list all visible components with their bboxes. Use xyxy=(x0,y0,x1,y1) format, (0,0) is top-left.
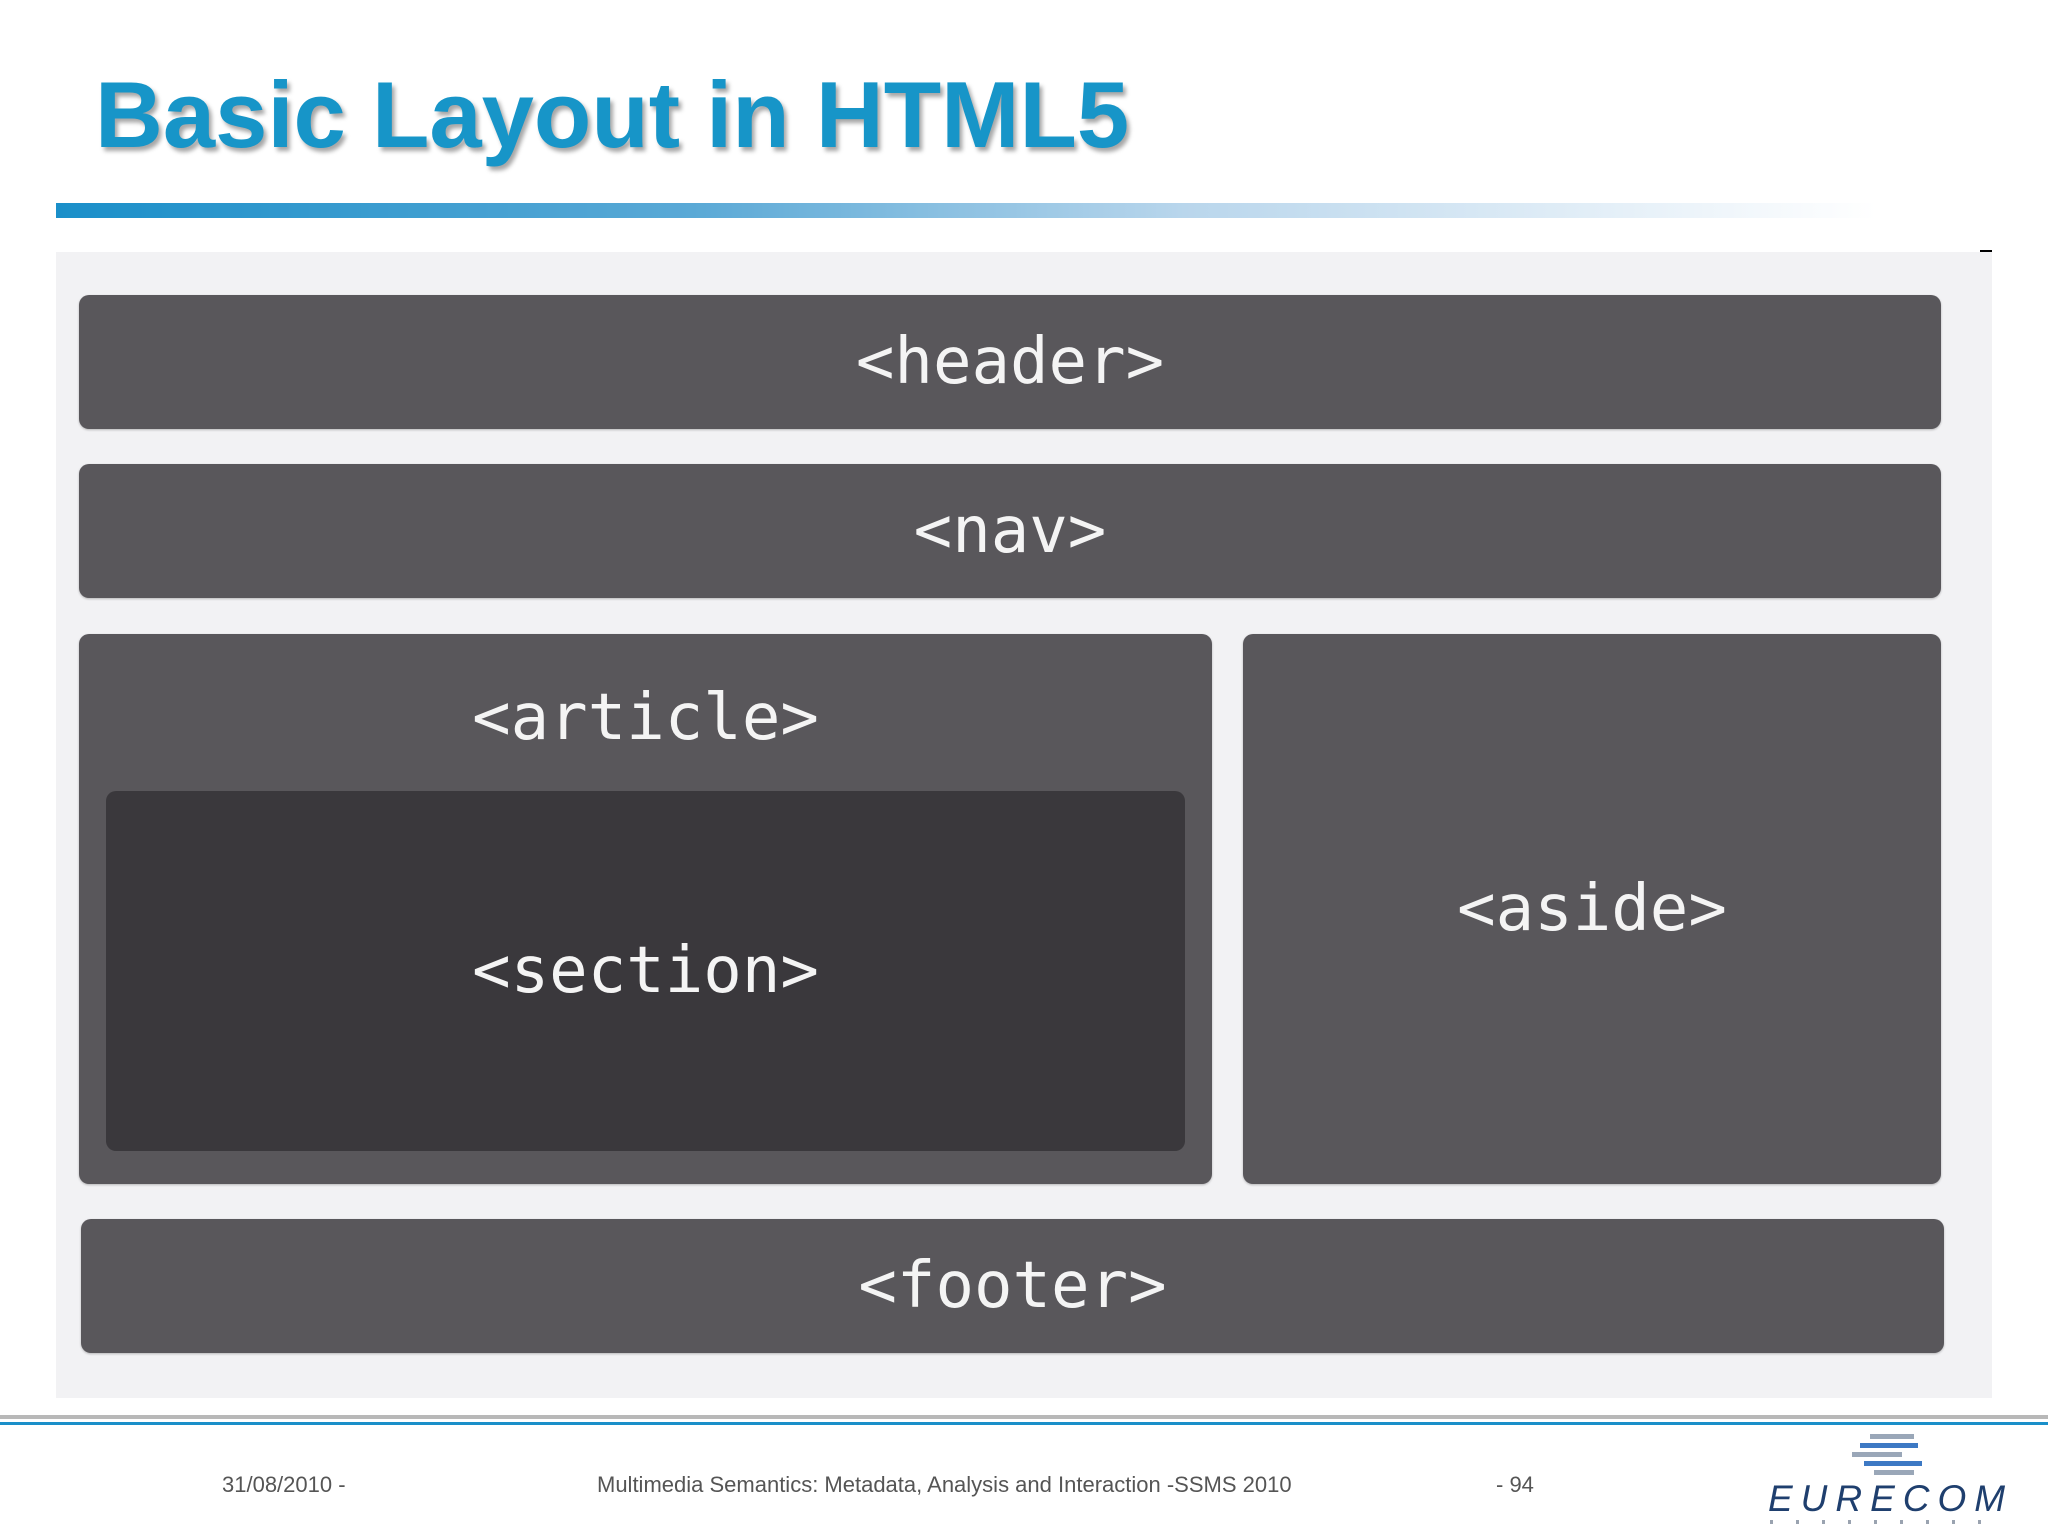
page-number: - 94 xyxy=(1496,1472,1534,1497)
footer-block: <footer> xyxy=(81,1219,1944,1353)
footer-divider-grey xyxy=(0,1415,2048,1419)
section-label: <section> xyxy=(472,934,819,1008)
eurecom-wordmark: EURECOM xyxy=(1768,1478,2014,1519)
eurecom-logo: EURECOM xyxy=(1760,1428,2010,1528)
corner-tick-mark xyxy=(1980,250,1992,253)
eurecom-tagline-dots xyxy=(1770,1520,2000,1524)
footer-label: <footer> xyxy=(858,1249,1167,1323)
header-block: <header> xyxy=(79,295,1941,429)
aside-label: <aside> xyxy=(1457,872,1727,946)
article-label: <article> xyxy=(472,681,819,755)
course-title: Multimedia Semantics: Metadata, Analysis… xyxy=(597,1472,1292,1497)
slide-title: Basic Layout in HTML5 xyxy=(95,62,1130,167)
section-block: <section> xyxy=(106,791,1185,1151)
aside-block: <aside> xyxy=(1243,634,1941,1184)
footer-divider-blue xyxy=(0,1422,2048,1425)
eurecom-logo-mark-icon xyxy=(1852,1434,1922,1475)
nav-block: <nav> xyxy=(79,464,1941,598)
article-block: <article> <section> xyxy=(79,634,1212,1184)
slide-date: 31/08/2010 - xyxy=(222,1472,346,1497)
title-underline xyxy=(56,203,1876,218)
header-label: <header> xyxy=(855,325,1165,399)
nav-label: <nav> xyxy=(913,494,1107,568)
